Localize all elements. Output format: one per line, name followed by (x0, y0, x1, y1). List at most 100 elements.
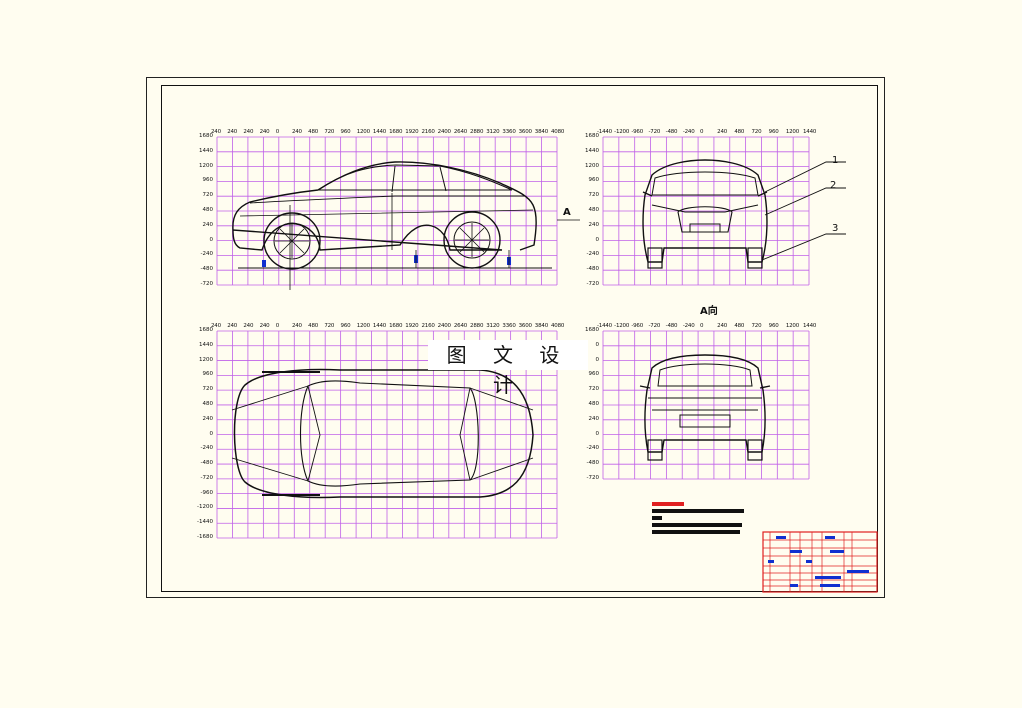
x-tick-label: -240 (682, 129, 695, 135)
callout-2-leader (764, 187, 846, 216)
rear-plate (679, 414, 731, 428)
notes-line (652, 516, 662, 520)
rear-taillight-lines (648, 397, 762, 411)
rear-window (657, 363, 753, 387)
drawing-frame (161, 85, 878, 592)
y-tick-label: 1440 (199, 147, 213, 154)
y-tick-label: -720 (200, 281, 213, 287)
x-tick-label: 3840 (534, 323, 548, 329)
top-body-outline (233, 368, 534, 499)
title-block-border (762, 531, 878, 593)
x-tick-label: 240 (227, 129, 238, 135)
y-tick-label: -1200 (197, 504, 213, 511)
y-tick-label: 720 (588, 192, 600, 199)
y-tick-label: -240 (200, 251, 213, 258)
front-left-tire (647, 247, 663, 269)
front-wheel-spoke (291, 240, 305, 254)
title-block-text (830, 550, 844, 553)
y-tick-label: -720 (200, 474, 213, 481)
callout-1: 1 (832, 155, 839, 166)
x-tick-label: -720 (648, 129, 661, 135)
y-tick-label: 1200 (199, 162, 213, 169)
front-view-grid (602, 136, 810, 286)
y-tick-label: 1680 (585, 327, 599, 333)
y-tick-label: 1440 (585, 147, 599, 154)
title-block-text (847, 570, 869, 573)
side-front-rim (273, 222, 311, 260)
y-tick-label: 1680 (585, 133, 599, 139)
side-door-lines (239, 193, 534, 250)
y-tick-label: 720 (588, 386, 600, 393)
front-wheel-spoke (291, 228, 305, 242)
watermark-text: 图 文 设 计 (428, 340, 588, 397)
x-tick-label: 240 (717, 323, 728, 329)
x-tick-label: 1440 (372, 323, 387, 329)
x-tick-label: 0 (700, 323, 704, 329)
rear-wheel-spoke (459, 227, 473, 241)
y-tick-label: -240 (586, 445, 599, 452)
y-tick-label: 0 (595, 236, 600, 243)
front-grille (677, 206, 733, 233)
side-front-wheel (263, 212, 321, 270)
side-beltline (249, 195, 525, 204)
x-tick-label: 1920 (405, 323, 419, 329)
x-tick-label: 2160 (421, 323, 435, 329)
x-tick-label: 960 (340, 323, 351, 329)
title-block-text (768, 560, 774, 563)
side-pillars (391, 165, 447, 193)
top-cabin-outline (299, 380, 479, 487)
rear-body-outline (644, 354, 766, 453)
x-tick-label: 480 (734, 323, 745, 329)
view-a-marker: A (563, 207, 571, 218)
rear-left-tire (647, 439, 663, 461)
y-tick-label: 480 (588, 401, 600, 407)
drawing-sheet-border (146, 77, 885, 598)
y-tick-label: 240 (202, 221, 214, 228)
y-tick-label: -480 (200, 460, 213, 467)
x-tick-label: 3600 (518, 129, 532, 135)
x-tick-label: 480 (308, 323, 319, 329)
x-tick-label: 2640 (453, 323, 468, 329)
notes-line (652, 509, 744, 513)
front-mirrors (642, 191, 768, 197)
y-tick-label: 720 (202, 386, 214, 393)
y-tick-label: -960 (200, 489, 213, 496)
x-tick-label: 240 (243, 323, 254, 329)
x-tick-label: 240 (211, 323, 221, 329)
rear-right-tire (747, 439, 763, 461)
y-tick-label: 480 (202, 400, 214, 407)
x-tick-label: -1440 (597, 323, 612, 329)
y-tick-label: 960 (202, 371, 214, 378)
x-tick-label: 4080 (551, 323, 565, 329)
callout-3: 3 (832, 223, 839, 234)
y-tick-label: 0 (595, 430, 600, 437)
x-tick-label: 1440 (803, 323, 817, 329)
side-greenhouse (317, 164, 513, 191)
callout-2: 2 (830, 180, 837, 191)
y-tick-label: -720 (586, 281, 599, 287)
x-tick-label: 2880 (470, 129, 484, 135)
x-tick-label: 3840 (534, 129, 548, 135)
title-block-text (790, 584, 798, 587)
y-tick-label: -720 (586, 475, 599, 481)
side-view-grid (216, 136, 558, 286)
rear-mirrors (639, 385, 771, 389)
x-tick-label: 3600 (518, 323, 532, 329)
y-tick-label: -480 (586, 266, 599, 273)
y-tick-label: -240 (200, 445, 213, 452)
front-body-outline (642, 159, 768, 263)
x-tick-label: 960 (340, 129, 351, 135)
y-tick-label: 0 (209, 236, 214, 243)
y-tick-label: 1440 (199, 341, 213, 348)
y-tick-label: 720 (202, 192, 214, 199)
front-windshield (651, 171, 759, 196)
y-tick-label: -1680 (197, 534, 213, 540)
x-tick-label: 3360 (502, 323, 516, 329)
top-hood-lines (231, 385, 309, 482)
x-tick-label: 960 (768, 129, 779, 135)
x-tick-label: 240 (227, 323, 238, 329)
x-tick-label: 1200 (785, 129, 800, 135)
x-tick-label: 3120 (486, 323, 500, 329)
y-tick-label: 1680 (199, 133, 213, 139)
x-tick-label: 480 (308, 129, 319, 135)
